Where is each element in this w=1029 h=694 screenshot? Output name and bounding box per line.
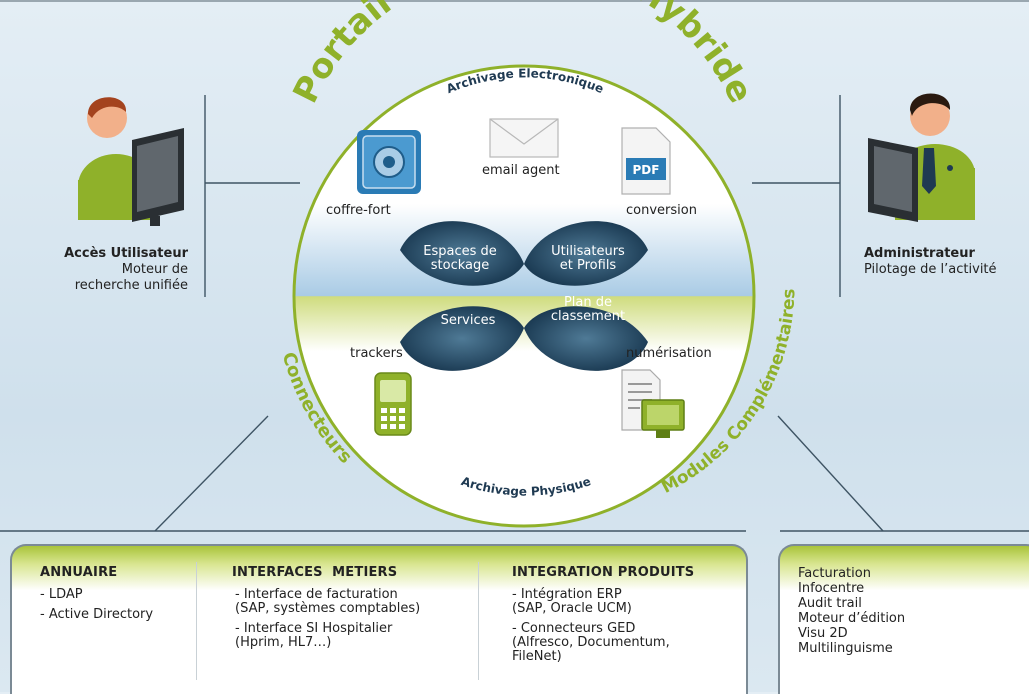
petal-services [400,306,524,371]
column-separator [196,562,197,680]
annuaire-heading: ANNUAIRE [40,565,118,580]
user-access-line2: recherche unifiée [74,278,188,293]
modules-diagonal [777,415,884,532]
integration-produits-column: INTEGRATION PRODUITS - Intégration ERP (… [512,566,742,670]
pdf-icon: PDF [621,127,671,195]
interfaces-metiers-column: INTERFACES METIERS - Interface de factur… [232,566,482,656]
numerisation-label: numérisation [626,346,712,361]
safe-icon [357,130,421,194]
module-item: Multilinguisme [798,641,893,656]
petal-plan [524,306,648,371]
admin-block: Administrateur Pilotage de l’activité [864,246,1029,278]
module-item: Facturation [798,566,871,581]
module-item: Visu 2D [798,626,848,641]
user-access-line1: Moteur de [121,262,188,277]
phone-icon [374,372,412,436]
conversion-label: conversion [626,203,697,218]
integration-produits-heading: INTEGRATION PRODUITS [512,565,695,580]
admin-at-computer-icon [868,93,975,222]
interfaces-metiers-heading: INTERFACES METIERS [232,565,398,580]
services-label: Services [440,313,496,328]
user-access-title: Accès Utilisateur [64,246,188,261]
plan-de-classement-label: Plan de classement [550,295,626,324]
integration-item: - Connecteurs GED (Alfresco, Documentum,… [512,621,670,664]
utilisateurs-et-profils-label: Utilisateurs et Profils [551,244,625,273]
connecteurs-diagonal [154,415,269,532]
modules-list: Facturation Infocentre Audit trail Moteu… [798,566,905,656]
module-item: Audit trail [798,596,862,611]
module-item: Infocentre [798,581,865,596]
column-separator [478,562,479,680]
user-access-block: Accès Utilisateur Moteur de recherche un… [14,246,188,294]
admin-title: Administrateur [864,246,975,261]
svg-text:PDF: PDF [633,163,660,177]
petal-espaces [400,221,524,286]
interfaces-item: - Interface de facturation (SAP, système… [235,587,421,616]
trackers-label: trackers [350,346,403,361]
petals [400,221,648,371]
scan-document-icon [621,369,685,438]
top-divider [0,0,1029,2]
modules-panel: Facturation Infocentre Audit trail Moteu… [778,544,1029,694]
envelope-icon [489,118,559,158]
admin-line1: Pilotage de l’activité [864,262,997,277]
user-at-computer-icon [78,97,184,226]
annuaire-column: ANNUAIRE - LDAP - Active Directory [40,566,190,628]
coffre-fort-label: coffre-fort [326,203,391,218]
integration-item: - Intégration ERP (SAP, Oracle UCM) [512,587,632,616]
connectors-panel: ANNUAIRE - LDAP - Active Directory INTER… [10,544,748,694]
annuaire-item: - LDAP [40,587,83,602]
petal-utilisateurs [524,221,648,286]
interfaces-item: - Interface SI Hospitalier (Hprim, HL7…) [235,621,393,650]
email-agent-label: email agent [482,163,560,178]
espaces-de-stockage-label: Espaces de stockage [423,244,497,273]
module-item: Moteur d’édition [798,611,906,626]
annuaire-item: - Active Directory [40,607,154,622]
